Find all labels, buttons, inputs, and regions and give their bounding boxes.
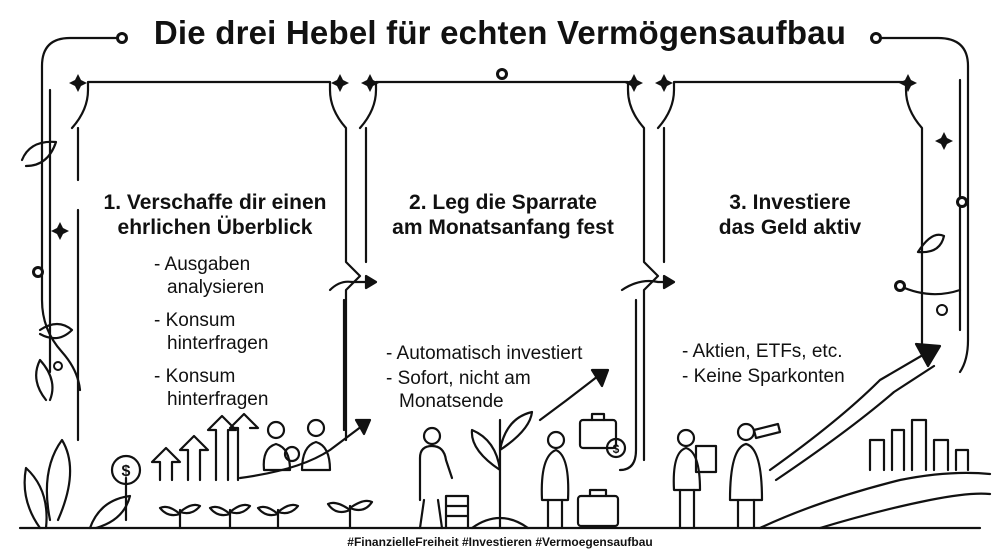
step-2-heading-line-1: 2. Leg die Sparrate <box>409 191 597 214</box>
step-1-bullets: - Ausgaben analysieren - Konsum hinterfr… <box>154 253 268 421</box>
step-2-heading-line-2: am Monatsanfang fest <box>392 216 614 239</box>
list-item: - Ausgaben analysieren <box>154 254 265 298</box>
money-bag-icon <box>283 445 301 463</box>
leaf-icon <box>45 438 72 522</box>
connector-2 <box>620 279 672 292</box>
step-1-heading-line-2: ehrlichen Überblick <box>117 216 313 239</box>
list-item: - Keine Sparkonten <box>682 366 845 387</box>
coin-stack-icon <box>444 494 470 530</box>
svg-text:$: $ <box>122 463 131 480</box>
svg-text:$: $ <box>613 442 620 456</box>
list-item: - Aktien, ETFs, etc. <box>682 341 843 362</box>
connector-1 <box>328 280 374 292</box>
step-3-heading-line-2: das Geld aktiv <box>718 216 862 239</box>
page-title: Die drei Hebel für echten Vermögensaufba… <box>0 14 1000 52</box>
city-skyline-icon <box>868 418 970 472</box>
step-2-heading: 2. Leg die Sparrate am Monatsanfang fest <box>372 190 634 240</box>
panel-2-frame <box>358 80 660 462</box>
list-item: - Automatisch investiert <box>386 343 583 364</box>
page-title-text: Die drei Hebel für echten Vermögensaufba… <box>139 14 861 51</box>
sparkle-icon <box>51 74 953 240</box>
panel-1-frame <box>70 80 362 442</box>
step-3-heading-line-1: 3. Investiere <box>729 191 851 214</box>
step-3-bullets: - Aktien, ETFs, etc. - Keine Sparkonten <box>682 340 845 390</box>
up-arrow-icon <box>150 446 182 482</box>
hashtags: #FinanzielleFreiheit #Investieren #Vermo… <box>347 535 653 549</box>
person-icon <box>266 420 286 440</box>
outer-frame-right <box>876 36 970 374</box>
step-2-bullets: - Automatisch investiert - Sofort, nicht… <box>386 342 582 415</box>
outer-frame <box>40 36 122 392</box>
step-1-heading-line-1: 1. Verschaffe dir einen <box>103 191 327 214</box>
growth-arrow-icon <box>768 350 930 472</box>
step-3-heading: 3. Investiere das Geld aktiv <box>670 190 910 240</box>
list-item: - Konsum hinterfragen <box>154 366 269 410</box>
list-item: - Sofort, nicht am Monatsende <box>386 368 531 412</box>
list-item: - Konsum hinterfragen <box>154 310 269 354</box>
telescope-icon <box>752 422 782 440</box>
growth-arrow-small <box>238 424 364 480</box>
step-1-heading: 1. Verschaffe dir einen ehrlichen Überbl… <box>90 190 340 240</box>
briefcase-icon <box>578 418 618 450</box>
